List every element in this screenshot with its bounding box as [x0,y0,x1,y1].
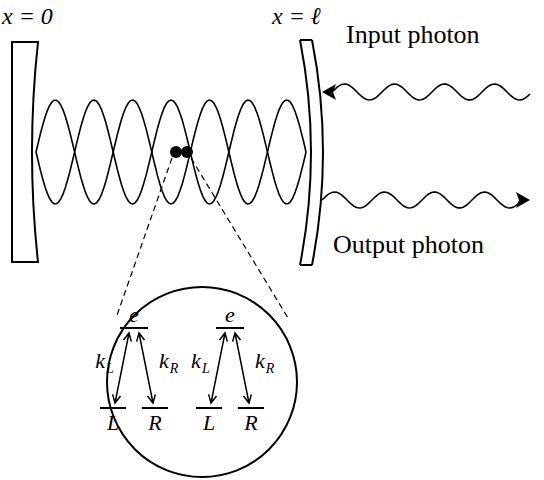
level-label: R [244,412,257,434]
level-label: e [225,304,235,326]
output-wave [322,192,520,208]
standing-wave [36,100,306,204]
subscript-label: L [202,362,210,376]
figure-label: x = ℓ [272,4,321,28]
zoom-line [116,158,288,318]
input-wave [332,84,530,100]
transition-arrows [113,333,252,403]
figure-label: Input photon [346,22,480,48]
energy-levels [100,328,264,408]
transition-arrow [233,333,252,403]
level-label: k [255,350,265,372]
level-label: R [148,412,161,434]
level-label: e [129,304,139,326]
level-label: k [191,350,201,372]
atom [181,146,193,158]
left-mirror [12,42,38,262]
level-label: L [107,412,119,434]
atom [170,146,182,158]
level-label: k [159,350,169,372]
figure-label: x = 0 [2,4,53,28]
arrow-head [516,192,530,208]
figure-label: Output photon [333,232,484,258]
transition-arrow [113,333,132,403]
transition-arrow [209,333,228,403]
standing-wave [36,100,306,204]
arrow-head [322,84,336,100]
subscript-label: L [106,362,114,376]
transition-arrow [137,333,156,403]
level-label: k [95,350,105,372]
subscript-label: R [266,362,275,376]
level-label: L [203,412,215,434]
subscript-label: R [170,362,179,376]
right-mirror [300,40,323,265]
inset-circle: eekLkRkLkRLRLR [106,286,298,478]
